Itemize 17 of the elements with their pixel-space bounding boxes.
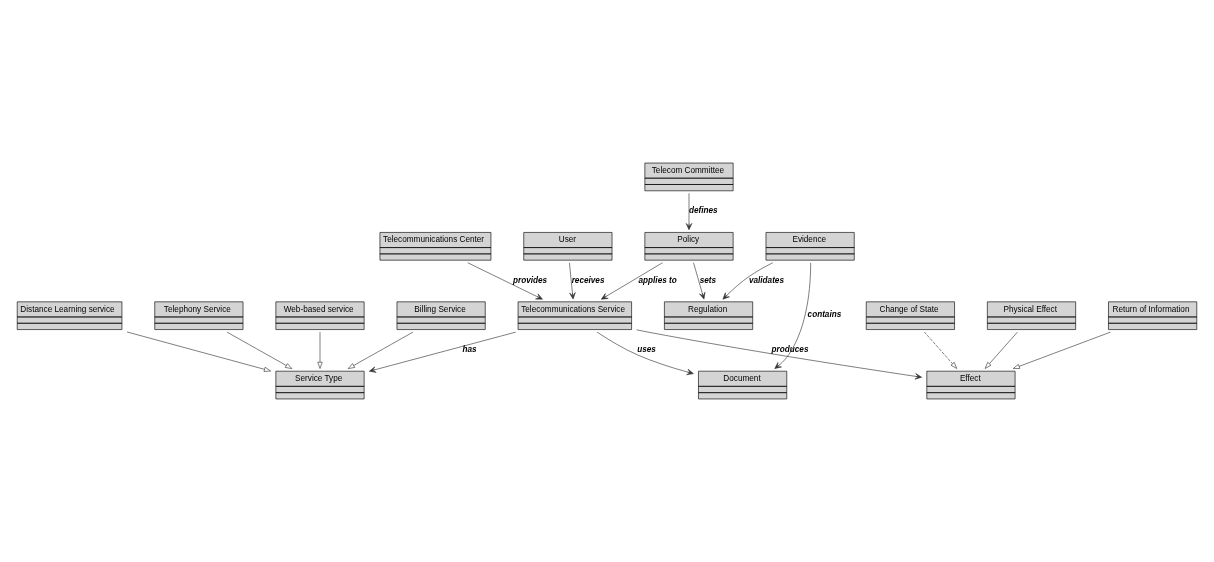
arrow [693, 262, 706, 300]
arrow [317, 331, 323, 369]
arrow [126, 331, 271, 372]
arrow [774, 262, 811, 369]
arrow [722, 262, 774, 300]
arrow [1012, 331, 1111, 369]
arrow [569, 262, 576, 300]
arrow [596, 331, 694, 376]
arrow [984, 331, 1018, 369]
arrow [347, 331, 414, 369]
arrow [601, 262, 663, 300]
arrow [369, 331, 517, 373]
arrow [685, 193, 693, 231]
arrow [924, 331, 958, 369]
arrow [636, 329, 922, 380]
arrow [467, 262, 543, 300]
arrow [226, 331, 293, 369]
